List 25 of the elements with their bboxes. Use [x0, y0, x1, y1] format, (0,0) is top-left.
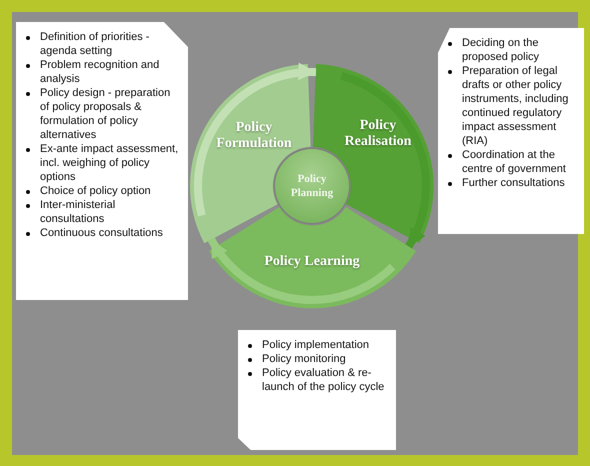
list-item-text: Coordination at the centre of government [462, 148, 567, 176]
text-panel [16, 22, 188, 300]
list-item-text: Choice of policy option [40, 184, 151, 198]
list-item-text: Definition of priorities - agenda setting [40, 30, 150, 58]
list-item-text: Continuous consultations [40, 226, 163, 240]
list-item-text: Policy evaluation & re-launch of the policy cycle [262, 366, 386, 394]
segment-title: Policy Realisation [344, 118, 412, 150]
list-item-text: Ex-ante impact assessment, incl. weighing of policy options [40, 142, 180, 184]
list-item-text: Inter-ministerial consultations [40, 198, 116, 226]
cycle-arrow [340, 72, 430, 248]
list-item-text: Further consultations [462, 176, 565, 190]
cycle-segment [208, 206, 416, 308]
centre-title: Policy Planning [290, 172, 334, 200]
text-panel [238, 330, 396, 450]
list-item-text: Policy design - preparation of policy proposals & formulation of policy alternatives [40, 86, 172, 142]
cycle-arrow [208, 237, 396, 304]
list-item-text: Problem recognition and analysis [40, 58, 160, 86]
text-panel [438, 28, 584, 234]
list-item-text: Policy implementation [262, 338, 369, 352]
list-item-text: Preparation of legal drafts or other policy instruments, including continued regulatory impact assessment (RIA) [462, 64, 570, 148]
list-item-text: Policy monitoring [262, 352, 346, 366]
segment-title: Policy Learning [263, 254, 361, 270]
list-item-text: Deciding on the proposed policy [462, 36, 540, 64]
segment-title: Policy Formulation [215, 120, 293, 152]
cycle-arrow [194, 64, 316, 216]
